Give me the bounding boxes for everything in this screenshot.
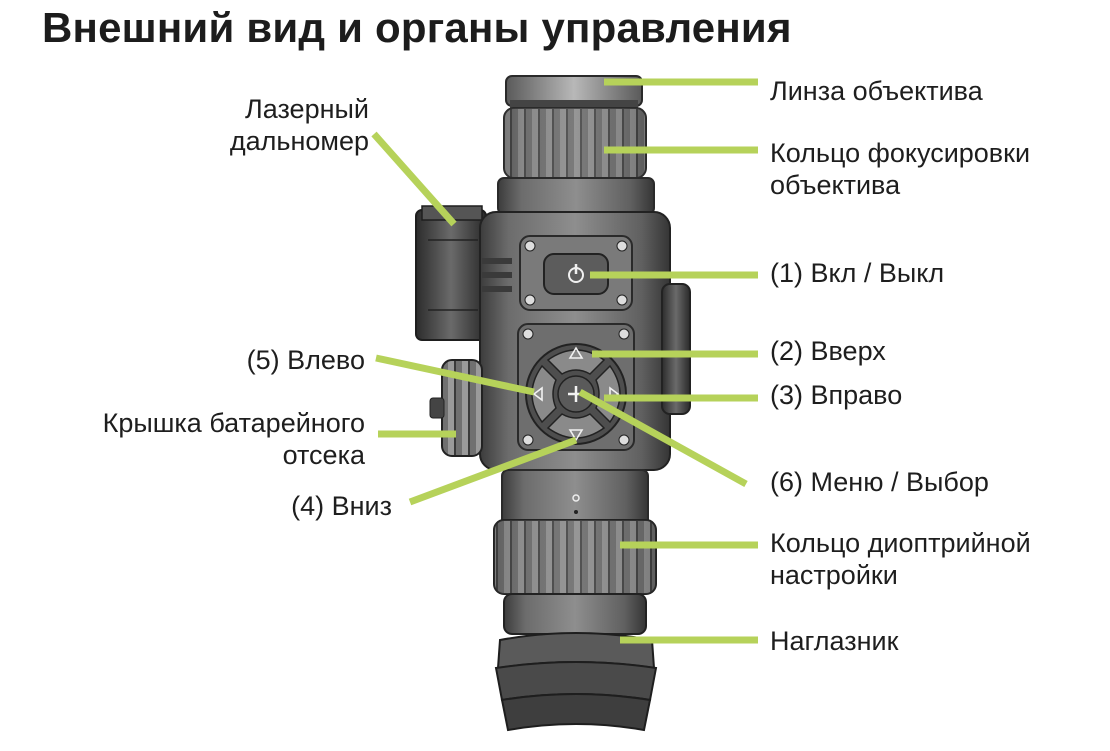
- label-down: (4) Вниз: [291, 491, 392, 521]
- diopter-ring[interactable]: [493, 519, 657, 595]
- label-diopter-line2: настройки: [770, 560, 898, 590]
- leader-rangefinder: [371, 131, 457, 227]
- label-up: (2) Вверх: [770, 336, 886, 366]
- label-battery-line1: Крышка батарейного: [102, 408, 365, 438]
- left-arrow-icon: [532, 386, 543, 402]
- label-diopter-line1: Кольцо диоптрийной: [770, 528, 1031, 558]
- leader-lines: [371, 78, 758, 644]
- label-menu: (6) Меню / Выбор: [770, 467, 989, 497]
- down-button[interactable]: [546, 413, 606, 442]
- label-rangefinder-line2: дальномер: [229, 126, 369, 156]
- leader-down: [408, 436, 578, 506]
- label-right: (3) Вправо: [770, 380, 903, 410]
- laser-rangefinder: [415, 205, 487, 341]
- label-left: (5) Влево: [246, 345, 365, 375]
- power-button[interactable]: [543, 253, 609, 295]
- leader-menu: [578, 388, 748, 488]
- page-title: Внешний вид и органы управления: [42, 4, 792, 51]
- power-icon: [568, 264, 584, 283]
- eyecup: [494, 632, 658, 732]
- leader-left: [375, 354, 535, 396]
- label-focus-ring-line1: Кольцо фокусировки: [770, 138, 1031, 168]
- label-battery-line2: отсека: [282, 440, 365, 470]
- label-focus-ring-line2: объектива: [770, 170, 901, 200]
- label-rangefinder-line1: Лазерный: [245, 94, 369, 124]
- down-arrow-icon: [568, 429, 584, 442]
- label-lens: Линза объектива: [770, 76, 983, 106]
- focus-ring[interactable]: [503, 107, 647, 179]
- up-arrow-icon: [568, 346, 584, 359]
- label-eyecup: Наглазник: [770, 626, 899, 656]
- label-power: (1) Вкл / Выкл: [770, 258, 945, 288]
- left-button[interactable]: [531, 364, 557, 424]
- up-button[interactable]: [546, 346, 606, 375]
- menu-button[interactable]: [557, 375, 595, 413]
